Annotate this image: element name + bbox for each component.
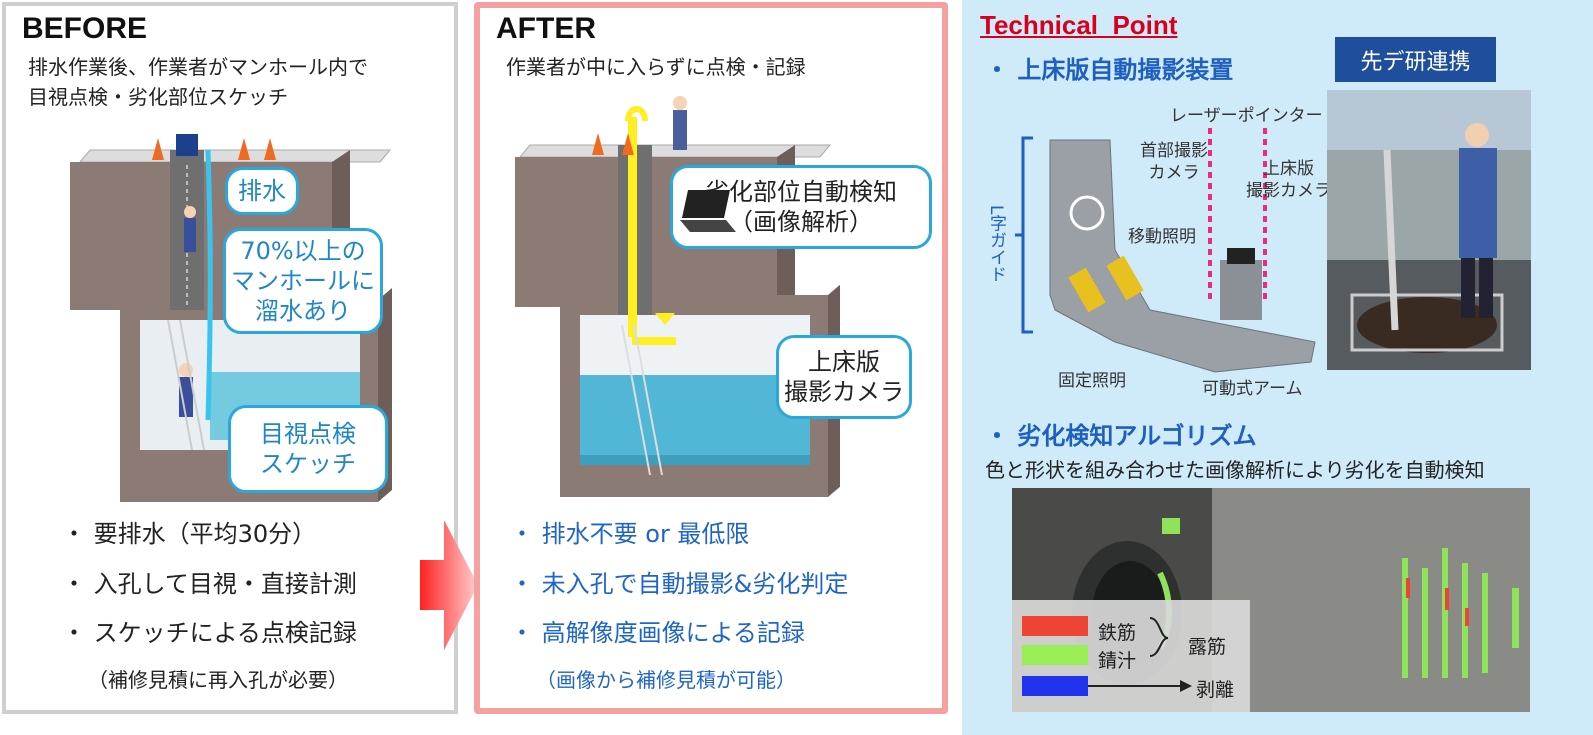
algorithm-description: 色と形状を組み合わせた画像解析により劣化を自動検知 [985,458,1485,482]
section-detection-algorithm: ・ 劣化検知アルゴリズム [985,422,1257,450]
after-bullet-2: ・ 未入孔で自動撮影&劣化判定 [510,570,849,598]
before-title: BEFORE [22,12,148,45]
legend-swatch-rebar [1022,616,1088,636]
legend-label-rebar: 鉄筋 [1098,622,1137,644]
after-bullet-3: ・ 高解像度画像による記録 [510,619,805,647]
section-auto-imaging-device: ・ 上床版自動撮影装置 [985,56,1234,84]
label-l-guide: L字ガイド [986,205,1006,283]
callout-drain: 排水 [225,167,299,215]
before-note: （補修見積に再入孔が必要） [88,668,348,692]
imaging-device-diagram [1015,128,1316,373]
before-bullet-3: ・ スケッチによる点検記録 [62,619,357,647]
after-note: （画像から補修見積が可能） [536,668,796,692]
legend-label-exposed-rebar: 露筋 [1188,636,1227,658]
label-neck-camera: 首部撮影 カメラ [1140,141,1208,183]
label-movable-arm: 可動式アーム [1202,379,1303,399]
after-title: AFTER [496,12,596,45]
collaboration-badge: 先デ研連携 [1335,37,1496,82]
before-to-after-arrow [420,520,478,650]
technical-point-title: Technical Point [980,10,1178,40]
field-photo [1327,90,1531,370]
before-subtitle-line2: 目視点検・劣化部位スケッチ [28,85,288,109]
callout-visual-inspection: 目視点検 スケッチ [228,405,388,493]
label-moving-light: 移動照明 [1128,227,1196,247]
before-subtitle-line1: 排水作業後、作業者がマンホール内で [28,55,368,79]
after-subtitle: 作業者が中に入らずに点検・記録 [506,55,806,79]
label-fixed-light: 固定照明 [1058,371,1126,391]
callout-water-presence: 70%以上の マンホールに 溜水あり [223,228,383,334]
legend-label-rust: 錆汁 [1098,650,1137,672]
laptop-icon [680,190,736,232]
callout-slab-camera: 上床版 撮影カメラ [776,335,912,419]
legend-label-spalling: 剥離 [1196,679,1235,701]
detection-result-image [1012,488,1530,712]
legend-swatch-rust [1022,645,1088,665]
after-bullet-1: ・ 排水不要 or 最低限 [510,520,750,548]
before-bullet-1: ・ 要排水（平均30分） [62,520,317,548]
before-bullet-2: ・ 入孔して目視・直接計測 [62,570,357,598]
label-slab-camera: 上床版 撮影カメラ [1246,159,1331,201]
legend-swatch-spall [1022,676,1088,696]
label-laser-pointer: レーザーポインター [1170,106,1323,126]
after-manhole-illustration [515,96,840,497]
